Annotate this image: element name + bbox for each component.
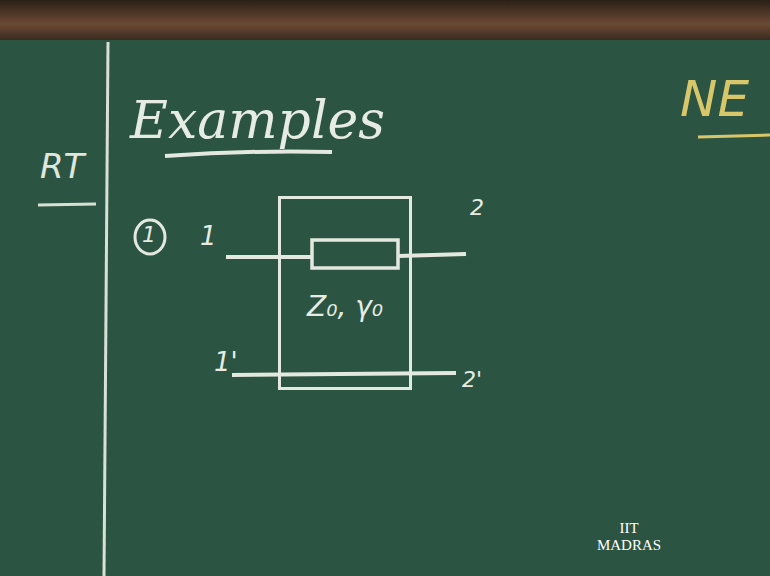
underline [165, 152, 332, 157]
callout-circle [135, 220, 165, 254]
underline [38, 204, 96, 205]
wire [226, 255, 312, 259]
board-frame [0, 0, 770, 40]
board-surface [0, 40, 770, 576]
terminal-label: 1 [200, 222, 217, 251]
terminal-label: 1' [214, 348, 238, 377]
divider-line [104, 42, 108, 576]
watermark: IIT MADRAS [594, 520, 664, 553]
terminal-label: 2' [462, 368, 482, 392]
underline [698, 135, 770, 137]
callout-number: 1 [142, 223, 156, 247]
section-fragment: NE [680, 72, 749, 127]
wire [232, 373, 456, 375]
two-port-box: Z₀, γ₀ [278, 196, 412, 390]
board-heading: Examples [130, 92, 385, 149]
impedance-symbol [312, 240, 398, 268]
parameter-label: Z₀, γ₀ [307, 292, 383, 323]
wire [398, 254, 466, 256]
section-fragment: RT [40, 148, 84, 185]
terminal-label: 2 [470, 196, 484, 220]
